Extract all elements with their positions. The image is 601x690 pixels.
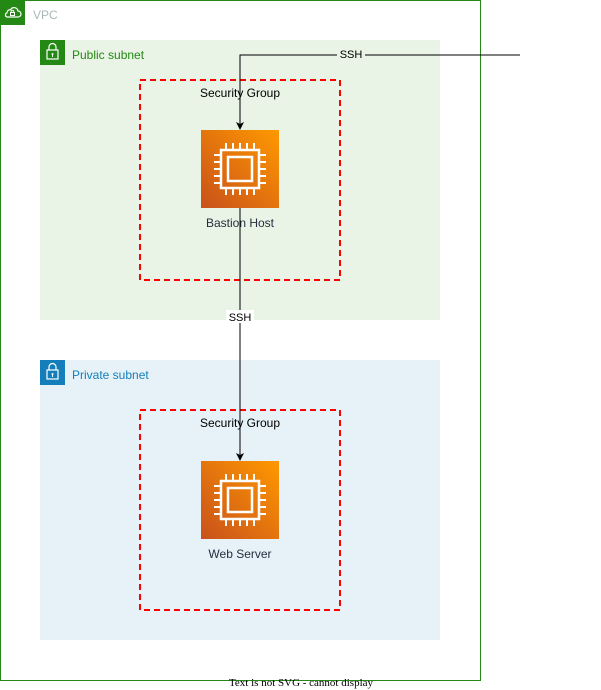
vpc-icon — [0, 0, 25, 25]
web-server-label: Web Server — [208, 547, 271, 561]
vpc-border — [0, 0, 481, 681]
bastion-host-ec2-icon[interactable] — [201, 130, 279, 208]
web-server-ec2-icon[interactable] — [201, 461, 279, 539]
private-subnet-lock-icon — [40, 360, 65, 385]
svg-fallback-text: Text is not SVG - cannot display — [229, 677, 374, 689]
connection-label-ssh-inbound: SSH — [340, 49, 363, 61]
connection-label-ssh-internal: SSH — [229, 312, 252, 324]
public-subnet-label: Public subnet — [72, 48, 145, 62]
public-subnet-lock-icon — [40, 40, 65, 65]
connection-bastion-to-webserver[interactable]: SSH — [226, 208, 254, 461]
connection-internet-to-bastion[interactable]: SSH — [236, 47, 520, 130]
vpc-group: VPC — [0, 0, 481, 681]
private-subnet-label: Private subnet — [72, 368, 149, 382]
vpc-label: VPC — [33, 8, 58, 22]
